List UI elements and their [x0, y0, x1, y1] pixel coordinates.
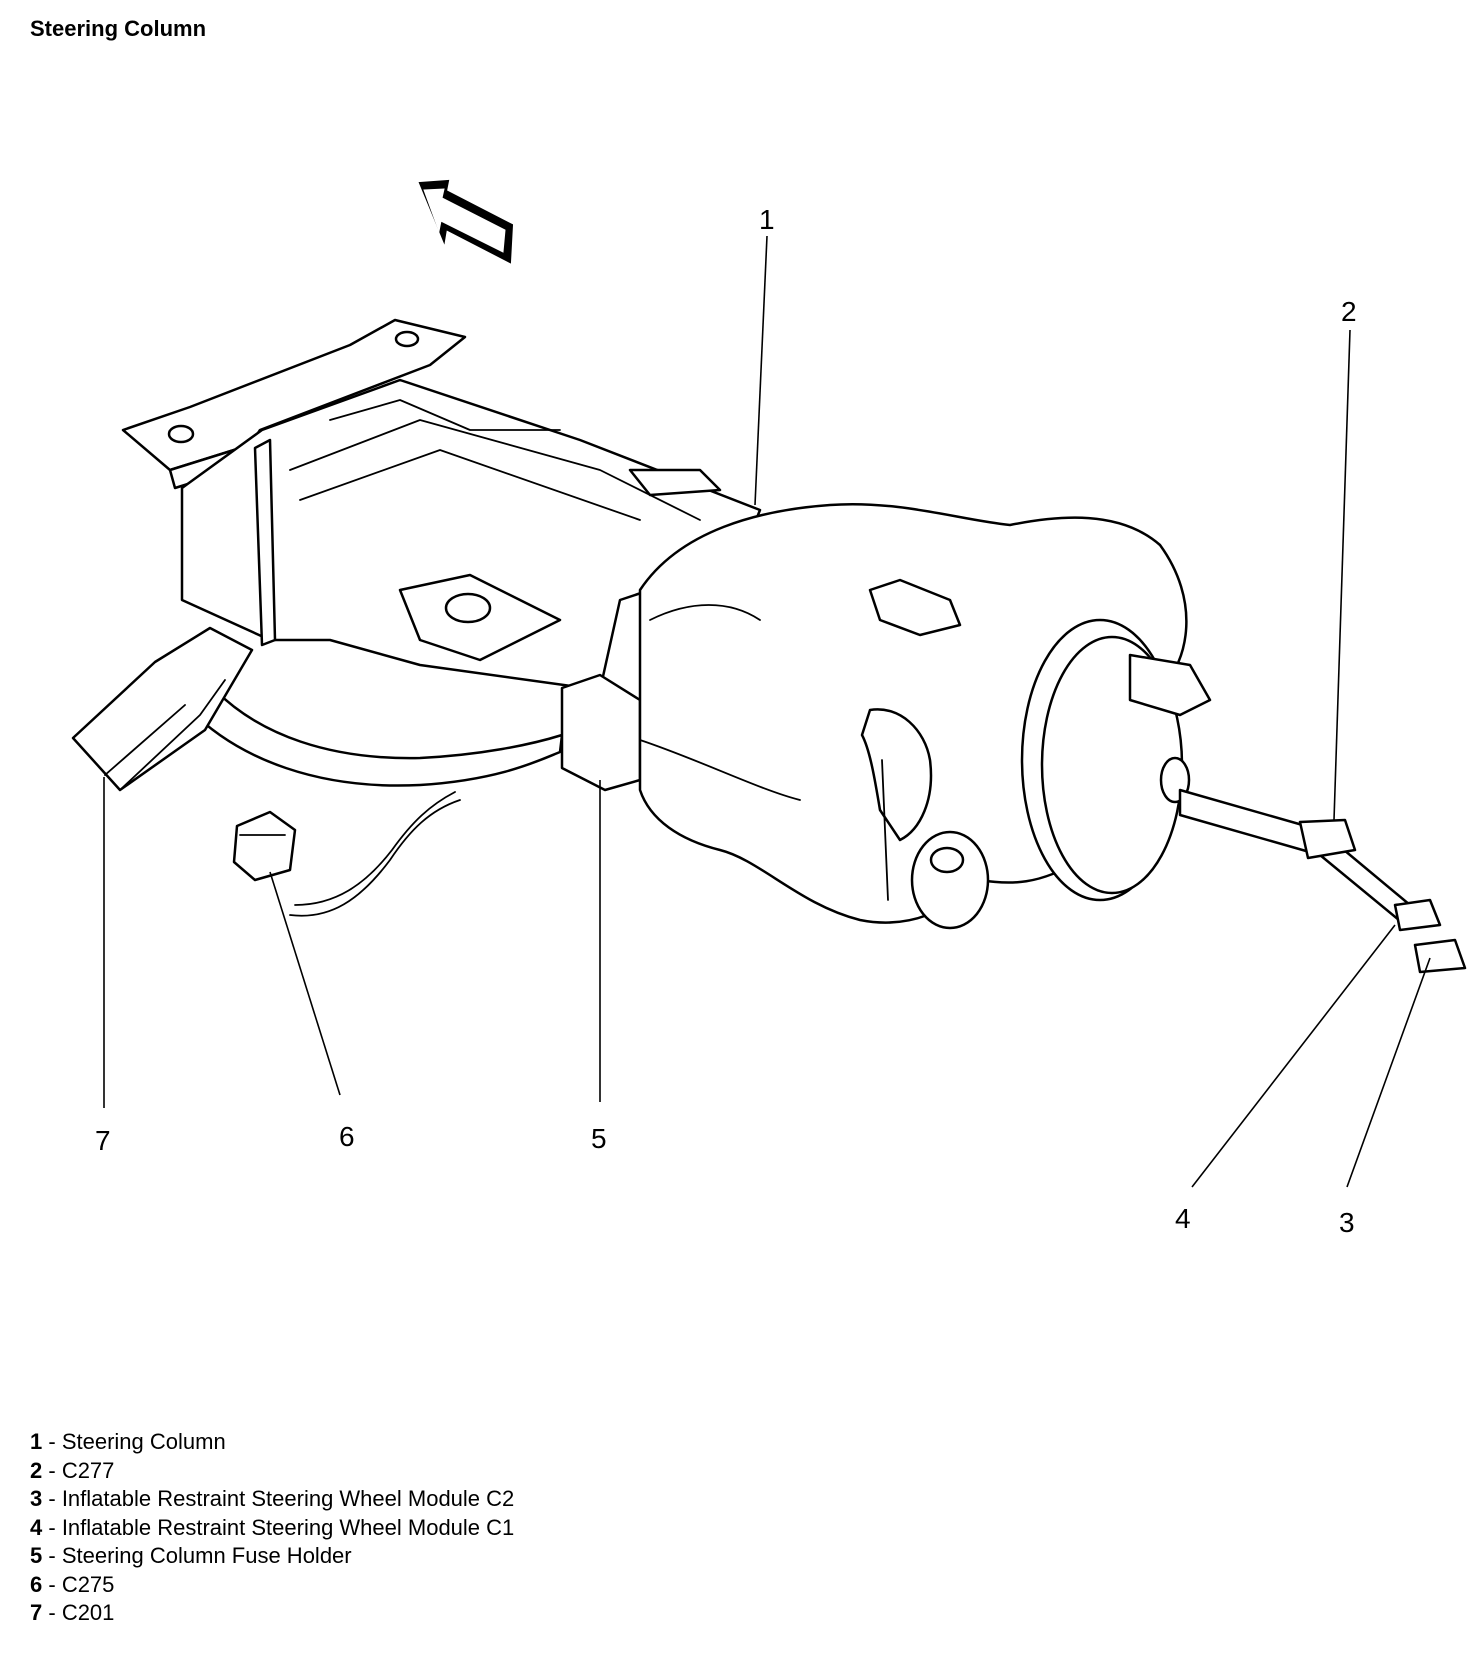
c277-connector [1298, 818, 1357, 860]
legend-number: 4 [30, 1514, 43, 1540]
legend-number: 7 [30, 1600, 43, 1625]
legend-item: 2 - C277 [30, 1457, 514, 1486]
legend-item: 4 - Inflatable Restraint Steering Wheel … [30, 1514, 514, 1543]
column-upper-housing [180, 378, 762, 692]
legend-item: 5 - Steering Column Fuse Holder [30, 1542, 514, 1571]
callout-numbers: 1 2 3 4 5 6 7 [95, 204, 1357, 1238]
legend-item: 6 - C275 [30, 1571, 514, 1600]
callout-5: 5 [591, 1123, 607, 1154]
legend-number: 3 [30, 1486, 43, 1511]
legend-label: C275 [61, 1571, 115, 1597]
legend-separator: - [42, 1571, 62, 1597]
legend-label: Steering Column [61, 1429, 226, 1454]
callout-6: 6 [339, 1121, 355, 1152]
legend-separator: - [42, 1514, 62, 1540]
wheel-hub [1020, 618, 1212, 902]
wiring-harness [188, 688, 564, 917]
fuse-holder [560, 673, 642, 792]
legend-number: 1 [30, 1429, 43, 1454]
legend-separator: - [42, 1486, 62, 1511]
legend-label: Inflatable Restraint Steering Wheel Modu… [61, 1514, 515, 1540]
legend-separator: - [42, 1457, 62, 1483]
legend-separator: - [42, 1543, 62, 1568]
legend-label: Inflatable Restraint Steering Wheel Modu… [61, 1486, 515, 1511]
legend-label: C201 [61, 1600, 115, 1625]
airbag-harness [1178, 788, 1467, 974]
legend-label: C277 [61, 1457, 115, 1483]
leader-lines [103, 235, 1431, 1188]
legend: 1 - Steering Column 2 - C277 3 - Inflata… [30, 1428, 514, 1628]
legend-number: 2 [30, 1457, 43, 1483]
callout-2: 2 [1341, 296, 1357, 327]
multifunction-switch [860, 708, 990, 930]
callout-3: 3 [1339, 1207, 1355, 1238]
page-title: Steering Column [30, 16, 207, 41]
legend-number: 5 [30, 1543, 43, 1568]
forward-arrow-icon [418, 179, 514, 264]
legend-item: 3 - Inflatable Restraint Steering Wheel … [30, 1485, 514, 1514]
c201-connector [71, 626, 254, 792]
callout-1: 1 [759, 204, 775, 235]
legend-number: 6 [30, 1571, 43, 1597]
legend-item: 1 - Steering Column [30, 1428, 514, 1457]
legend-item: 7 - C201 [30, 1599, 514, 1628]
c1-connector [1393, 898, 1442, 932]
legend-label: Steering Column Fuse Holder [61, 1543, 352, 1568]
c275-connector [232, 810, 297, 882]
callout-4: 4 [1175, 1203, 1191, 1234]
legend-separator: - [42, 1429, 62, 1454]
mounting-bracket [121, 318, 467, 490]
legend-separator: - [42, 1600, 62, 1625]
callout-7: 7 [95, 1125, 111, 1156]
c2-connector [1413, 938, 1467, 974]
